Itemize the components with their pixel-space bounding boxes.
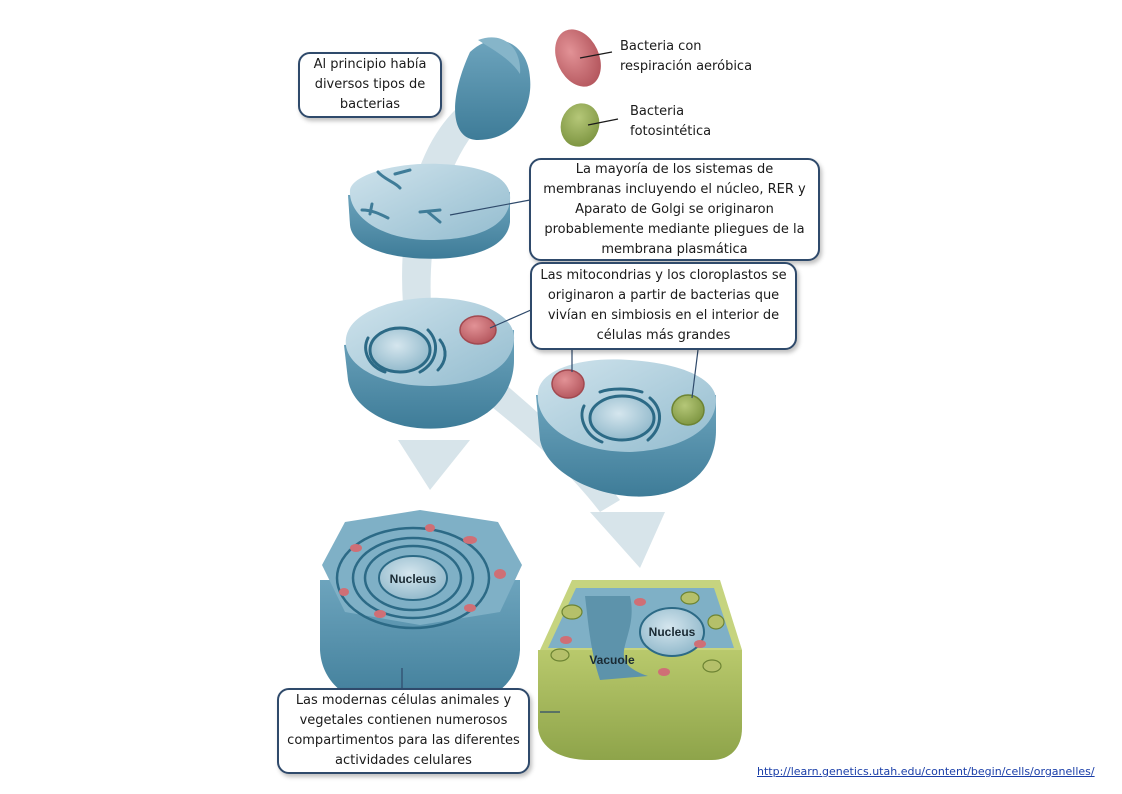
callout-modern-cells-text: Las modernas células animales y vegetale… bbox=[287, 693, 520, 768]
callout-early-bacteria: Al principio había diversos tipos de bac… bbox=[298, 52, 442, 118]
callout-membrane-systems-text: La mayoría de los sistemas de membranas … bbox=[543, 161, 806, 257]
callout-modern-cells: Las modernas células animales y vegetale… bbox=[277, 688, 530, 774]
legend-photosynthetic-bacteria: Bacteria fotosintética bbox=[630, 104, 712, 139]
animal-cell bbox=[320, 510, 522, 712]
arrow-head-plant bbox=[590, 512, 665, 568]
callout-membrane-systems: La mayoría de los sistemas de membranas … bbox=[529, 158, 820, 261]
plant-cell bbox=[538, 580, 742, 760]
callout-endosymbiosis-text: Las mitocondrias y los cloroplastos se o… bbox=[540, 268, 787, 343]
early-bacterium-cell bbox=[455, 37, 531, 140]
photosynthetic-bacteria-icon bbox=[560, 103, 619, 147]
vacuole-label: Vacuole bbox=[589, 653, 635, 667]
aerobic-bacteria-icon bbox=[555, 29, 613, 87]
mitochondrion-engulfing-cell bbox=[344, 297, 541, 429]
legend-aerobic-bacteria: Bacteria con respiración aeróbica bbox=[620, 39, 753, 74]
arrow-head-animal bbox=[398, 440, 470, 490]
callout-early-bacteria-text: Al principio había diversos tipos de bac… bbox=[313, 57, 427, 112]
callout-endosymbiosis: Las mitocondrias y los cloroplastos se o… bbox=[530, 262, 797, 350]
cell-labels: Nucleus Nucleus Vacuole bbox=[390, 572, 696, 667]
source-link[interactable]: http://learn.genetics.utah.edu/content/b… bbox=[757, 765, 1095, 778]
infolding-cell bbox=[348, 163, 531, 259]
plant-nucleus-label: Nucleus bbox=[649, 625, 696, 639]
chloroplast-engulfing-cell bbox=[536, 349, 716, 497]
animal-nucleus-label: Nucleus bbox=[390, 572, 437, 586]
